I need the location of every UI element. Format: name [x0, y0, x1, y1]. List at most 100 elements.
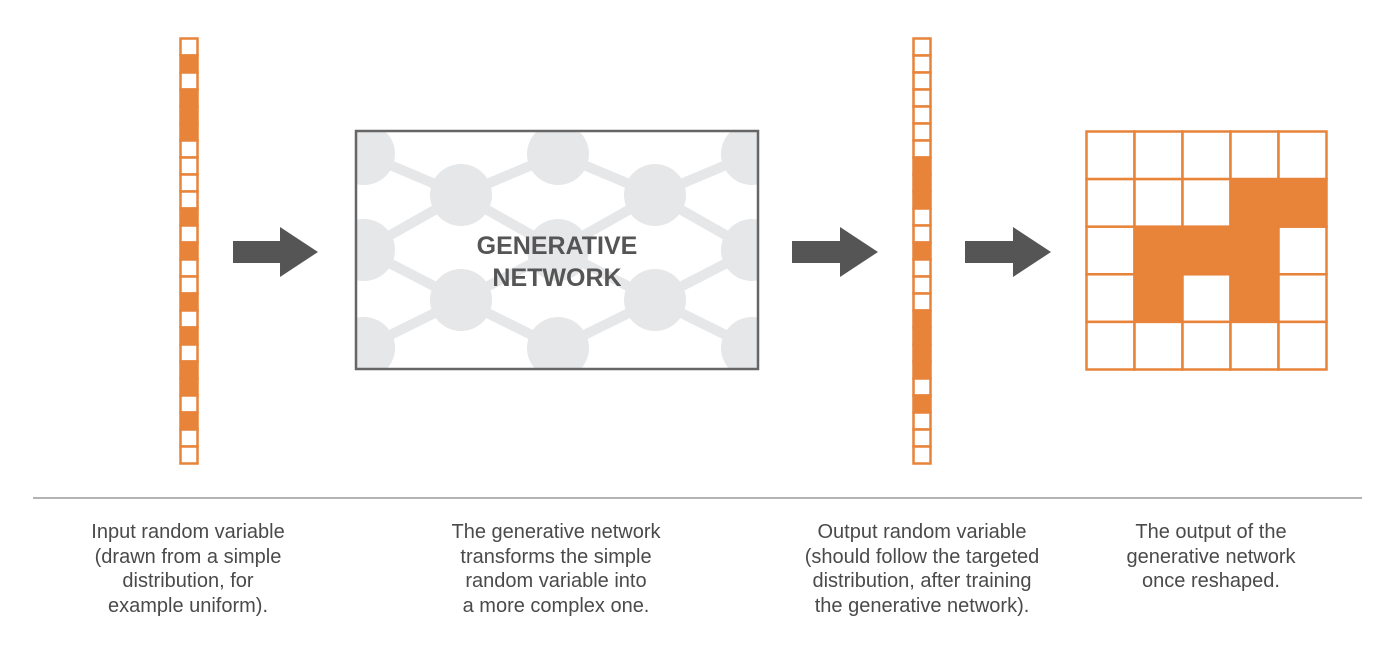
grid-cell-empty	[1133, 177, 1184, 228]
grid-cell-empty	[1277, 273, 1328, 324]
vector-cell-filled	[912, 190, 932, 210]
vector-cell-empty	[912, 411, 932, 431]
grid-cell-empty	[1181, 177, 1232, 228]
grid-cell-filled	[1133, 273, 1184, 324]
grid-cell-empty	[1085, 273, 1136, 324]
vector-cell-empty	[912, 445, 932, 465]
input-random-vector	[179, 37, 199, 465]
vector-cell-empty	[179, 139, 199, 159]
vector-cell-filled	[912, 394, 932, 414]
grid-cell-filled	[1229, 225, 1280, 276]
grid-cell-empty	[1085, 177, 1136, 228]
generative-network-border	[354, 129, 760, 371]
vector-cell-empty	[179, 428, 199, 448]
grid-cell-empty	[1229, 320, 1280, 371]
network-node	[527, 317, 589, 368]
grid-cell-empty	[1181, 273, 1232, 324]
grid-cell-filled	[1277, 177, 1328, 228]
vector-cell-empty	[912, 428, 932, 448]
caption-line: transforms the simple	[460, 545, 652, 568]
vector-cell-empty	[912, 122, 932, 142]
network-node	[357, 317, 395, 368]
vector-cell-filled	[179, 207, 199, 227]
vector-cell-filled	[179, 54, 199, 74]
caption-line: Input random variable	[91, 521, 285, 543]
grid-cell-empty	[1277, 130, 1328, 181]
generative-network-box	[354, 129, 760, 371]
vector-cell-empty	[179, 343, 199, 363]
vector-cell-filled	[912, 173, 932, 193]
caption-output-random-variable: Output random variable (should follow th…	[772, 520, 1072, 618]
vector-cell-filled	[912, 326, 932, 346]
vector-cell-empty	[912, 37, 932, 57]
network-node	[430, 164, 492, 226]
grid-cell-filled	[1181, 225, 1232, 276]
caption-line: Output random variable	[817, 521, 1027, 543]
caption-line: once reshaped.	[1142, 570, 1280, 592]
caption-line: a more complex one.	[462, 594, 650, 617]
caption-line: (drawn from a simple	[94, 545, 282, 568]
caption-line: the generative network).	[814, 594, 1030, 617]
network-graph-background	[357, 132, 757, 368]
vector-cell-empty	[179, 156, 199, 176]
arrow-right-icon	[792, 227, 878, 277]
vector-cell-empty	[179, 224, 199, 244]
vector-cell-empty	[912, 258, 932, 278]
network-node	[624, 269, 686, 331]
vector-cell-filled	[912, 309, 932, 329]
grid-cell-empty	[1085, 320, 1136, 371]
vector-cell-empty	[912, 139, 932, 159]
generative-network-title-line: NETWORK	[492, 264, 622, 292]
vector-cell-empty	[912, 292, 932, 312]
vector-cell-empty	[912, 105, 932, 125]
caption-line: example uniform).	[107, 594, 269, 617]
vector-cell-filled	[179, 88, 199, 108]
generative-network-title-line: GENERATIVE	[476, 232, 638, 260]
output-random-vector	[912, 37, 932, 465]
caption-input-random-variable: Input random variable (drawn from a simp…	[38, 520, 338, 618]
vector-cell-filled	[912, 241, 932, 261]
grid-cell-empty	[1085, 225, 1136, 276]
network-node	[357, 132, 395, 185]
grid-cell-filled	[1133, 225, 1184, 276]
vector-cell-empty	[179, 394, 199, 414]
caption-reshaped-output: The output of the generative network onc…	[1061, 520, 1361, 594]
caption-line: distribution, after training	[812, 570, 1032, 592]
vector-cell-empty	[912, 207, 932, 227]
vector-cell-empty	[179, 445, 199, 465]
vector-cell-filled	[912, 156, 932, 176]
vector-cell-filled	[179, 377, 199, 397]
vector-cell-filled	[912, 343, 932, 363]
vector-cell-empty	[912, 71, 932, 91]
vector-cell-empty	[179, 309, 199, 329]
vector-cell-empty	[179, 190, 199, 210]
vector-cell-empty	[912, 377, 932, 397]
grid-cell-empty	[1277, 225, 1328, 276]
grid-cell-empty	[1133, 130, 1184, 181]
vector-cell-filled	[179, 105, 199, 125]
vector-cell-filled	[912, 360, 932, 380]
vector-cell-empty	[179, 258, 199, 278]
grid-cell-filled	[1229, 177, 1280, 228]
vector-cell-empty	[912, 88, 932, 108]
generative-network-title: GENERATIVE NETWORK	[357, 230, 757, 294]
caption-line: distribution, for	[122, 570, 254, 592]
caption-generative-network: The generative network transforms the si…	[406, 520, 706, 618]
grid-cell-empty	[1181, 130, 1232, 181]
caption-line: (should follow the targeted	[804, 545, 1040, 568]
vector-cell-filled	[179, 326, 199, 346]
grid-cell-empty	[1229, 130, 1280, 181]
network-node	[624, 164, 686, 226]
vector-cell-empty	[179, 275, 199, 295]
caption-line: The output of the	[1135, 521, 1287, 543]
vector-cell-filled	[179, 360, 199, 380]
grid-cell-empty	[1277, 320, 1328, 371]
arrow-right-icon	[233, 227, 318, 277]
vector-cell-filled	[179, 241, 199, 261]
caption-line: generative network	[1126, 545, 1296, 568]
vector-cell-empty	[179, 71, 199, 91]
network-node	[721, 219, 757, 281]
vector-cell-filled	[179, 122, 199, 142]
vector-cell-filled	[179, 411, 199, 431]
